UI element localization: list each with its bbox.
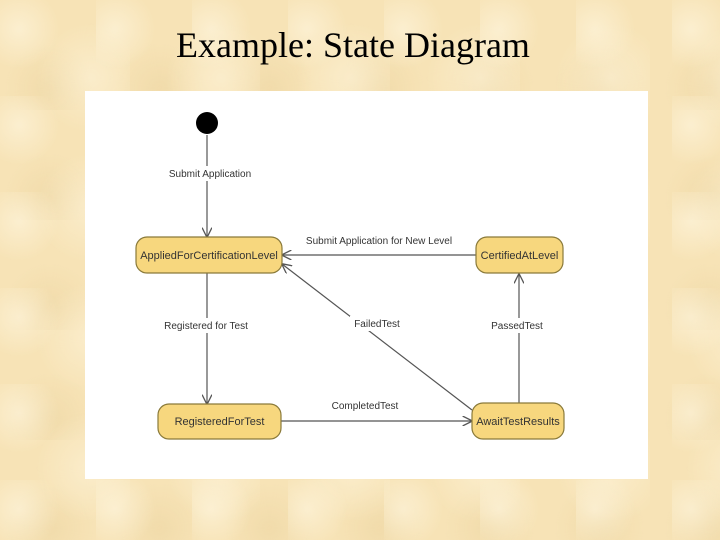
slide-title: Example: State Diagram [176, 25, 530, 65]
edge-label-completed-test: CompletedTest [332, 401, 399, 412]
state-await-label: AwaitTestResults [476, 416, 560, 428]
label-bg-passed-test [485, 318, 550, 333]
label-bg-failed-test [350, 316, 404, 331]
edge-await-to-applied [282, 264, 473, 411]
state-await [471, 402, 565, 440]
edge-label-registered-for-test: Registered for Test [164, 321, 248, 332]
label-bg-registered-for-test [157, 318, 257, 333]
edge-label-submit-application: Submit Application [169, 169, 251, 180]
state-applied-label: AppliedForCertificationLevel [140, 250, 278, 262]
edge-label-submit-new-level: Submit Application for New Level [306, 236, 452, 247]
edge-label-passed-test: PassedTest [491, 321, 543, 332]
state-registered [157, 403, 282, 440]
state-registered-label: RegisteredForTest [175, 416, 265, 428]
state-certified-label: CertifiedAtLevel [481, 250, 559, 262]
state-applied [135, 236, 283, 274]
initial-state-dot [196, 112, 218, 134]
state-diagram: AppliedForCertificationLevel CertifiedAt… [135, 112, 565, 440]
edge-label-failed-test: FailedTest [354, 319, 400, 330]
state-diagram-panel: AppliedForCertificationLevel CertifiedAt… [85, 91, 648, 479]
state-certified [475, 236, 564, 274]
label-bg-submit-application [163, 166, 257, 181]
